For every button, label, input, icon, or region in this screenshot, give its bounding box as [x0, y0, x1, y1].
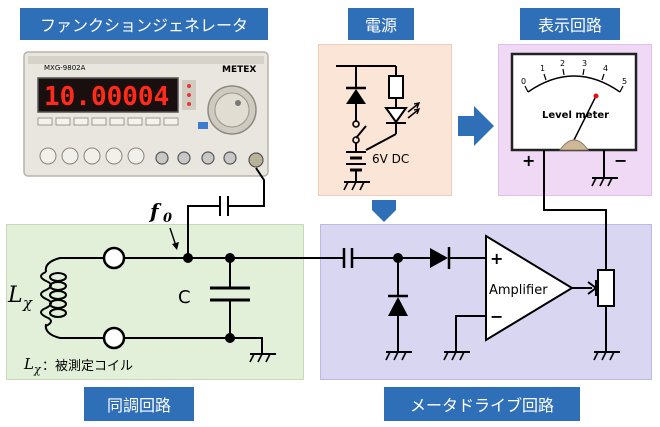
legend-text: ：被測定コイル	[42, 359, 133, 374]
power-supply-panel	[318, 44, 452, 196]
device-model: MXG-9802A	[44, 64, 86, 72]
capacitor-label: C	[178, 287, 191, 308]
meter-tick-0: 0	[521, 77, 526, 86]
led-display	[37, 77, 179, 113]
voltage-label: 6V DC	[372, 152, 409, 166]
meter-title: Level meter	[542, 110, 609, 121]
meter-face	[510, 52, 638, 152]
amp-minus-sign: −	[490, 307, 503, 326]
led-readout: 10.00004	[44, 82, 169, 112]
f0-label: f	[148, 199, 162, 223]
meter-tick-1: 1	[540, 64, 545, 73]
meter-minus-sign: −	[614, 151, 627, 170]
function-generator-device: MXG-9802A METEX 10.00004	[23, 51, 269, 177]
meter-drive-circuit	[342, 156, 620, 361]
legend-subscript: χ	[33, 363, 42, 376]
level-meter: Level meter 0 1 2 3 4 5	[510, 52, 638, 187]
legend-symbol: L	[23, 355, 34, 373]
amplifier-label: Amplifier	[489, 283, 548, 298]
meter-tick-2: 2	[560, 59, 565, 68]
arrow-power-to-drive	[372, 200, 396, 222]
meter-plus-sign: +	[522, 151, 535, 170]
meter-tick-4: 4	[603, 64, 608, 73]
variable-resistor	[597, 269, 615, 307]
display-circuit-label: 表示回路	[520, 8, 620, 40]
meter-tick-5: 5	[622, 77, 627, 86]
arrow-power-to-display	[458, 106, 494, 146]
meter-tick-3: 3	[582, 59, 587, 68]
coil-terminal-top	[102, 246, 126, 270]
power-supply-circuit	[336, 65, 421, 191]
coil-subscript: χ	[22, 294, 33, 312]
function-generator-label: ファンクションジェネレータ	[20, 8, 268, 40]
coil-label: L	[7, 283, 23, 308]
coil-terminal-bottom	[102, 326, 126, 350]
tuning-circuit-label: 同調回路	[84, 387, 194, 421]
output-connector	[248, 152, 264, 168]
device-brand: METEX	[222, 65, 256, 75]
amp-plus-sign: +	[490, 249, 503, 268]
tuning-circuit	[40, 246, 344, 363]
f0-subscript: 0	[163, 211, 172, 226]
meter-drive-label: メータドライブ回路	[384, 387, 580, 421]
coil-symbol	[40, 271, 52, 327]
amplifier-symbol	[485, 234, 574, 342]
meter-needle	[573, 95, 597, 141]
power-label: 電源	[348, 8, 414, 40]
